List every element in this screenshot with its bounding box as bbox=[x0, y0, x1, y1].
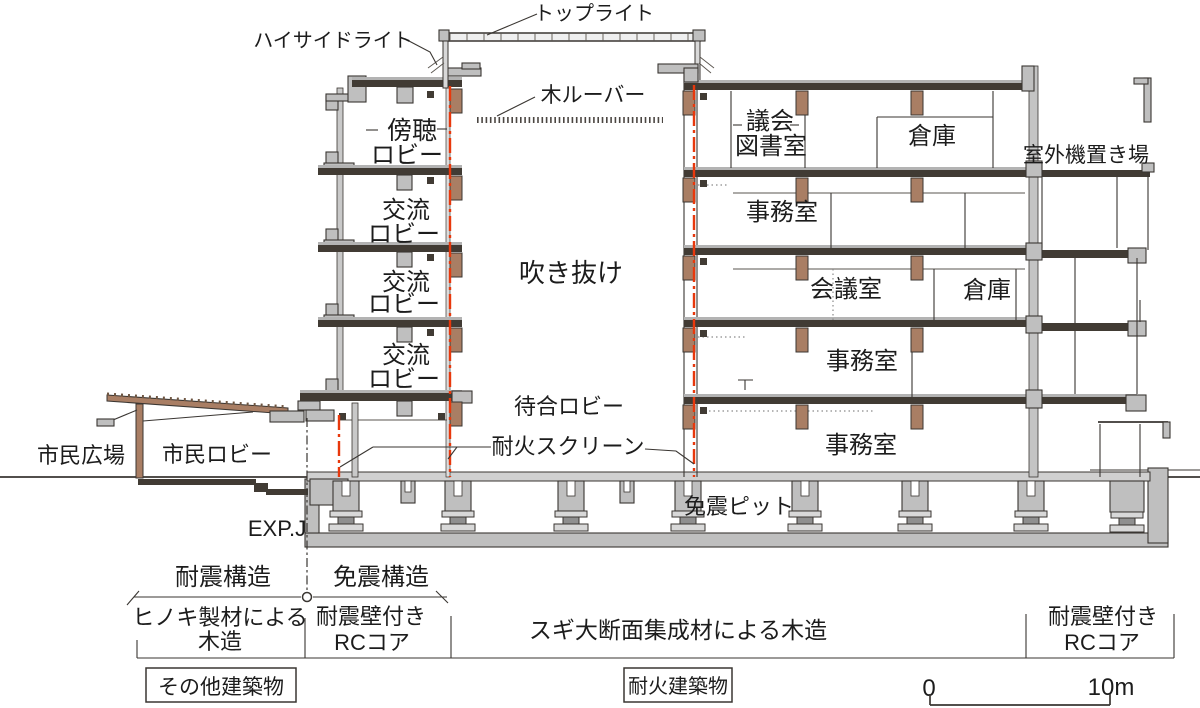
footer-annotations: 耐震構造 免震構造 ヒノキ製材による 木造 耐震壁付き RCコア スギ大断面集成… bbox=[126, 564, 1175, 706]
other-building-box bbox=[145, 667, 297, 703]
room-office-2f: 事務室 bbox=[746, 199, 818, 226]
civic-lobby-canopy bbox=[96, 392, 335, 479]
room-exchange-lobby-1: 交流 bbox=[382, 197, 430, 224]
room-office-4f: 事務室 bbox=[826, 348, 898, 375]
svg-text:ロビー: ロビー bbox=[368, 366, 440, 393]
label-rc-core-left: 耐震壁付き bbox=[316, 604, 426, 629]
left-tower bbox=[300, 62, 482, 478]
civic-lobby-floor bbox=[138, 479, 308, 495]
label-base-isolated: 免震構造 bbox=[333, 564, 429, 591]
label-civic-lobby: 市民ロビー bbox=[162, 442, 272, 467]
label-hinoki-wood: ヒノキ製材による bbox=[132, 605, 307, 630]
svg-text:RCコア: RCコア bbox=[334, 630, 410, 655]
svg-text:ロビー: ロビー bbox=[368, 291, 440, 318]
fire-screen-lines bbox=[337, 85, 696, 477]
label-rc-core-right: 耐震壁付き bbox=[1048, 604, 1158, 629]
room-gallery-lobby: 傍聴 bbox=[387, 117, 437, 145]
expansion-joint bbox=[301, 418, 313, 603]
scale-ten: 10m bbox=[1088, 674, 1135, 701]
label-waiting-lobby: 待合ロビー bbox=[514, 394, 624, 419]
label-toplight: トップライト bbox=[534, 3, 654, 25]
fireproof-building-box bbox=[623, 667, 733, 703]
room-storage-3f: 倉庫 bbox=[963, 277, 1011, 304]
svg-text:木造: 木造 bbox=[198, 629, 242, 654]
label-highside-light: ハイサイドライト bbox=[253, 30, 413, 52]
scale-zero: 0 bbox=[922, 675, 935, 702]
highside-window-right bbox=[698, 56, 715, 74]
label-exp-joint: EXP.J bbox=[248, 516, 306, 541]
label-sugi-glulam: スギ大断面集成材による木造 bbox=[529, 617, 827, 643]
label-fireproof-building: 耐火建築物 bbox=[628, 675, 728, 698]
isolation-pit bbox=[304, 467, 1169, 548]
room-council-library: 議会 bbox=[746, 108, 794, 135]
label-fire-screen: 耐火スクリーン bbox=[492, 434, 645, 459]
label-civic-plaza: 市民広場 bbox=[37, 443, 125, 468]
room-meeting: 会議室 bbox=[810, 276, 882, 303]
svg-text:RCコア: RCコア bbox=[1064, 630, 1140, 655]
label-seismic-resistant: 耐震構造 bbox=[175, 564, 271, 591]
room-exchange-lobby-3: 交流 bbox=[382, 342, 430, 369]
scale-bar: 0 10m bbox=[922, 674, 1135, 706]
skylight-roof bbox=[427, 29, 715, 89]
right-building bbox=[682, 65, 1171, 478]
svg-text:ロビー: ロビー bbox=[371, 142, 443, 169]
labels: トップライト ハイサイドライト 木ルーバー 傍聴 ロビー 交流 ロビー 交流 ロ… bbox=[37, 3, 1149, 541]
leader-lines bbox=[339, 13, 799, 468]
label-seismic-pit: 免震ピット bbox=[684, 494, 794, 519]
label-outdoor-unit-area: 室外機置き場 bbox=[1023, 144, 1149, 167]
highside-window-left bbox=[427, 56, 445, 74]
room-office-5f: 事務室 bbox=[825, 432, 897, 459]
svg-text:ロビー: ロビー bbox=[368, 221, 440, 248]
svg-text:図書室: 図書室 bbox=[735, 133, 807, 160]
label-other-building: その他建築物 bbox=[158, 676, 284, 699]
room-exchange-lobby-2: 交流 bbox=[382, 269, 430, 296]
label-atrium: 吹き抜け bbox=[519, 258, 623, 288]
room-storage-top: 倉庫 bbox=[908, 123, 956, 150]
isolator-column bbox=[328, 480, 364, 532]
label-wood-louver: 木ルーバー bbox=[541, 84, 646, 107]
